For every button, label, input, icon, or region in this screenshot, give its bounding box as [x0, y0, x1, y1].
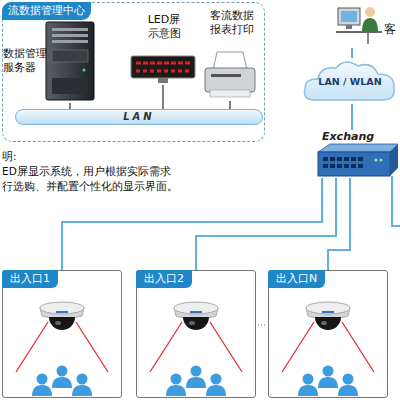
network-wire — [162, 85, 164, 109]
client-node: 客 — [336, 2, 398, 48]
server-node: 数据管理 服务器 — [3, 21, 99, 103]
network-wire — [351, 48, 353, 58]
note-text: ED屏显示系统，用户根据实际需求 — [2, 165, 171, 179]
note-text: 明: — [2, 150, 17, 164]
node-text: 客流数据 报表打印 — [205, 9, 259, 37]
network-wire — [229, 101, 231, 109]
printer-node: 客流数据 报表打印 — [201, 9, 263, 101]
note-text: 行选购、并配置个性化的显示界面。 — [2, 180, 178, 194]
switch-node: Exchang — [312, 130, 398, 178]
network-wire — [328, 178, 350, 270]
node-text: Exchang — [322, 130, 374, 144]
network-cloud: LAN / WLAN — [302, 58, 398, 104]
led-node: LED屏 示意图 — [129, 13, 199, 85]
node-text: LED屏 示意图 — [141, 13, 187, 41]
node-text: 出入口N — [268, 270, 325, 288]
node-text: 出入口2 — [136, 270, 192, 288]
entrance-box: 出入口2 — [136, 270, 256, 398]
network-wire — [196, 178, 336, 270]
network-wire — [351, 104, 353, 130]
node-text: 数据管理 服务器 — [3, 47, 47, 75]
lan-bus: LAN — [15, 109, 263, 125]
node-text: 客 — [384, 22, 396, 37]
center-group: 流数据管理中心数据管理 服务器 LED屏 示意图客流数据 报表打印 LAN — [2, 2, 265, 142]
node-text: LAN — [16, 111, 262, 124]
entrance-box: 出入口1 — [2, 270, 122, 398]
node-text: 出入口1 — [2, 270, 58, 288]
node-text: LAN / WLAN — [302, 76, 398, 88]
entrance-box: 出入口N — [268, 270, 388, 398]
node-text: 流数据管理中心 — [2, 2, 91, 20]
